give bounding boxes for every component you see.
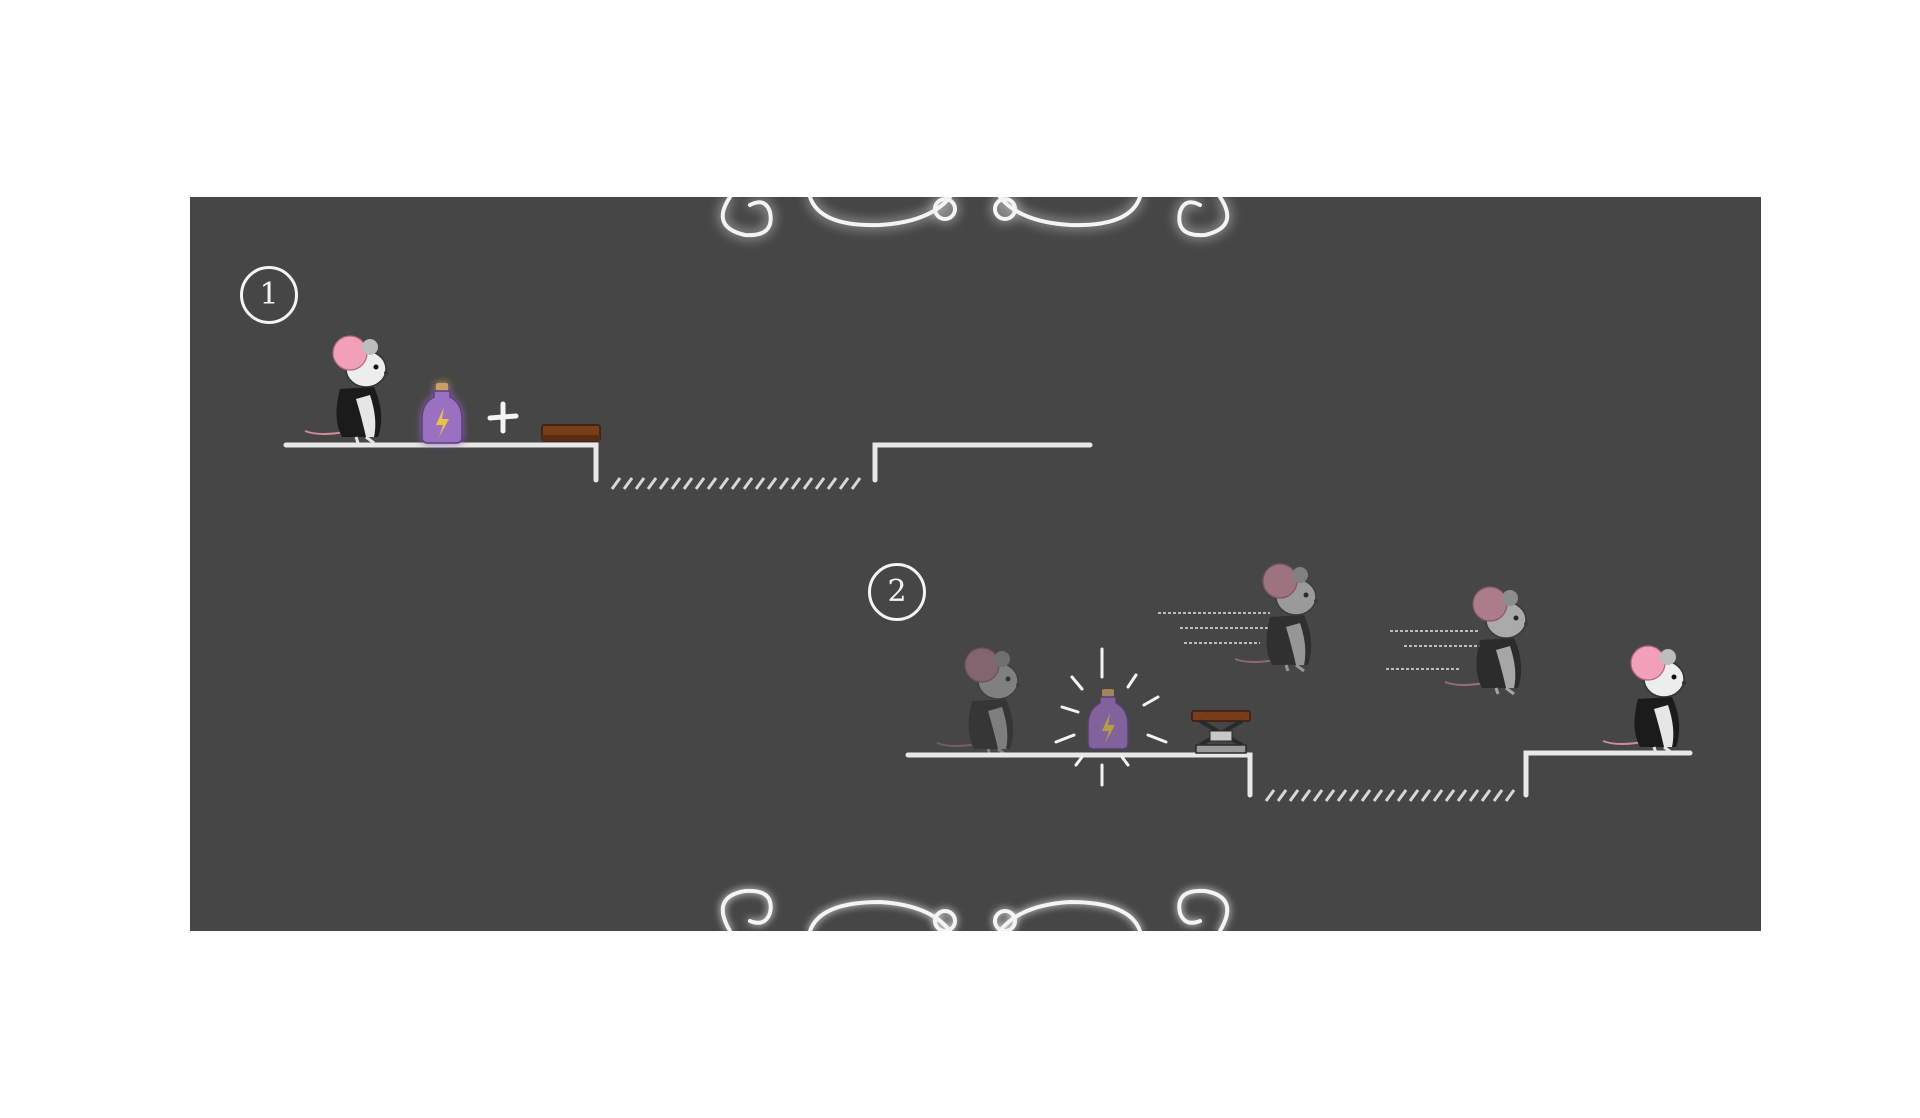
- motion-lines: [1158, 612, 1270, 644]
- plank-icon: [541, 424, 601, 442]
- tutorial-illustration: [283, 197, 1693, 931]
- lightning-potion-icon: [421, 382, 463, 444]
- scene-two: [905, 562, 1693, 802]
- gap-hatching: [610, 477, 862, 490]
- mouse-ghost-icon: [1443, 585, 1530, 696]
- step-number-badge: 2: [868, 563, 926, 621]
- sparkle-effect: [1054, 647, 1168, 787]
- mouse-ghost-icon: [1233, 562, 1320, 673]
- chalk-platform: [283, 442, 1093, 483]
- step-number-badge: 1: [240, 266, 298, 324]
- scene-one: [283, 334, 1093, 490]
- chalk-platform: [905, 750, 1693, 798]
- motion-lines: [1386, 630, 1480, 670]
- swirl-ornament-icon: [720, 197, 1230, 238]
- mouse-icon: [1601, 644, 1688, 755]
- gap-hatching: [1264, 789, 1516, 802]
- plus-icon: [487, 401, 519, 434]
- tutorial-board: 1 2: [190, 197, 1761, 931]
- mouse-ghost-icon: [935, 646, 1022, 757]
- mouse-icon: [303, 334, 390, 445]
- swirl-ornament-icon: [720, 888, 1230, 931]
- spring-trampoline-icon: [1191, 710, 1251, 754]
- lightning-potion-icon: [1087, 688, 1129, 750]
